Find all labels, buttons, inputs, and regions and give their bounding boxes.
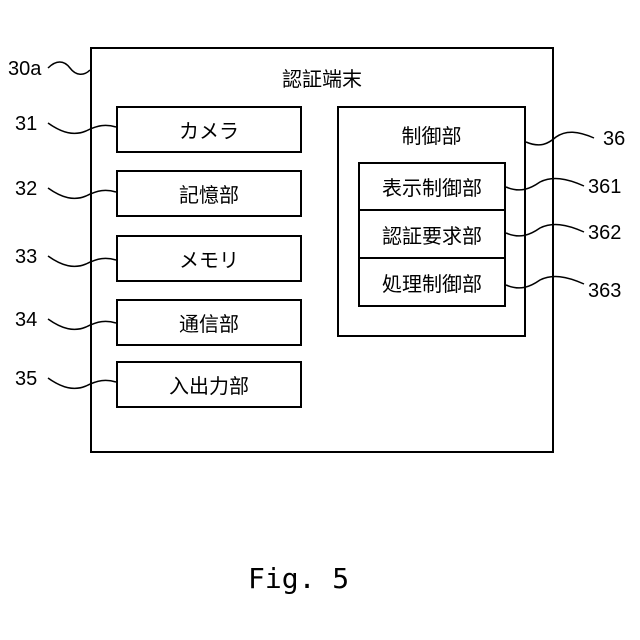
authentication-terminal-label: 認証端末: [92, 63, 552, 92]
process-control-label: 処理制御部: [382, 268, 482, 297]
ref-35: 35: [15, 368, 37, 391]
ref-30a: 30a: [8, 58, 41, 81]
figure-caption: Fig. 5: [248, 562, 349, 595]
ref-31: 31: [15, 113, 37, 136]
storage-label: 記憶部: [179, 179, 239, 208]
ref-36: 36: [603, 128, 625, 151]
memory-block: メモリ: [116, 235, 302, 282]
ref-363: 363: [588, 280, 621, 303]
process-control-block: 処理制御部: [358, 257, 506, 307]
communication-block: 通信部: [116, 299, 302, 346]
camera-label: カメラ: [179, 115, 239, 144]
input-output-block: 入出力部: [116, 361, 302, 408]
ref-32: 32: [15, 178, 37, 201]
ref-361: 361: [588, 176, 621, 199]
memory-label: メモリ: [179, 244, 239, 273]
ref-362: 362: [588, 222, 621, 245]
auth-request-label: 認証要求部: [382, 220, 482, 249]
display-control-label: 表示制御部: [382, 172, 482, 201]
input-output-label: 入出力部: [169, 370, 249, 399]
ref-33: 33: [15, 246, 37, 269]
ref-34: 34: [15, 309, 37, 332]
storage-block: 記憶部: [116, 170, 302, 217]
display-control-block: 表示制御部: [358, 162, 506, 211]
communication-label: 通信部: [179, 308, 239, 337]
auth-request-block: 認証要求部: [358, 209, 506, 259]
controller-label: 制御部: [339, 120, 524, 149]
camera-block: カメラ: [116, 106, 302, 153]
leader-30a: [48, 62, 90, 74]
